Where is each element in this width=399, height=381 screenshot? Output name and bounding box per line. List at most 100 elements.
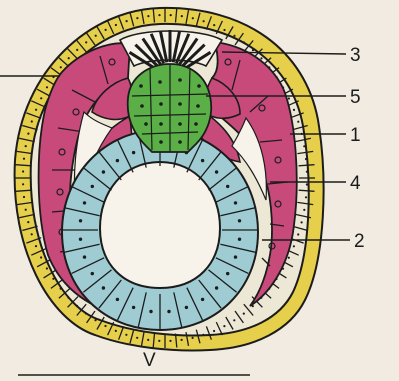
endoderm-nucleus (102, 286, 105, 289)
ectoderm-nucleus (301, 221, 303, 223)
ectoderm-nucleus (181, 15, 183, 17)
endoderm-nucleus (234, 255, 237, 258)
ectoderm-nucleus (288, 257, 290, 259)
label-5: 5 (350, 87, 361, 108)
endoderm-nucleus (116, 298, 119, 301)
ectoderm-nucleus (25, 209, 27, 211)
ectoderm-nucleus (60, 288, 62, 290)
ectoderm-nucleus (223, 29, 225, 31)
endoderm-nucleus (79, 238, 82, 241)
ectoderm-nucleus (293, 245, 295, 247)
ectoderm-nucleus (147, 15, 149, 17)
ectoderm-nucleus (297, 233, 299, 235)
label-1: 1 (350, 125, 361, 146)
ectoderm-nucleus (40, 256, 42, 258)
ectoderm-nucleus (115, 24, 117, 26)
endoderm-ring (62, 130, 258, 330)
endoderm-nucleus (132, 151, 135, 154)
ectoderm-nucleus (60, 66, 62, 68)
ectoderm-nucleus (136, 337, 138, 339)
endoderm-nucleus (226, 272, 229, 275)
ectoderm-nucleus (115, 330, 117, 332)
endoderm-nucleus (91, 272, 94, 275)
ectoderm-nucleus (95, 35, 97, 37)
ectoderm-nucleus (31, 233, 33, 235)
endoderm-nucleus (132, 306, 135, 309)
ectoderm-nucleus (170, 14, 172, 16)
ectoderm-nucleus (125, 334, 127, 336)
ectoderm-nucleus (105, 29, 107, 31)
ectoderm-nucleus (23, 196, 25, 198)
green-cell-mass (128, 64, 212, 152)
endoderm-nucleus (238, 219, 241, 222)
ectoderm-nucleus (67, 297, 69, 299)
ectoderm-nucleus (202, 334, 204, 336)
endoderm-nucleus (215, 170, 218, 173)
ectoderm-nucleus (27, 221, 29, 223)
endoderm-nucleus (79, 219, 82, 222)
ectoderm-nucleus (243, 313, 245, 315)
ectoderm-nucleus (303, 145, 305, 147)
ectoderm-nucleus (158, 340, 160, 342)
ectoderm-nucleus (85, 41, 87, 43)
ectoderm-nucleus (305, 196, 307, 198)
ectoderm-nucleus (76, 305, 78, 307)
ectoderm-nucleus (27, 133, 29, 135)
ectoderm-nucleus (52, 278, 54, 280)
ectoderm-nucleus (136, 17, 138, 19)
ectoderm-nucleus (203, 20, 205, 22)
ectoderm-nucleus (76, 49, 78, 51)
ectoderm-nucleus (147, 339, 149, 341)
endoderm-nucleus (116, 159, 119, 162)
label-4: 4 (350, 173, 361, 194)
label-v: V (143, 350, 156, 371)
ectoderm-nucleus (94, 319, 96, 321)
ectoderm-nucleus (68, 57, 70, 59)
ectoderm-nucleus (169, 340, 171, 342)
ectoderm-nucleus (181, 339, 183, 341)
ectoderm-nucleus (243, 41, 245, 43)
ectoderm-nucleus (288, 97, 290, 99)
label-2: 2 (354, 231, 365, 252)
ectoderm-nucleus (35, 109, 37, 111)
endoderm-nucleus (83, 201, 86, 204)
ectoderm-nucleus (306, 183, 308, 185)
ectoderm-nucleus (192, 17, 194, 19)
ectoderm-nucleus (252, 49, 254, 51)
ectoderm-nucleus (213, 330, 215, 332)
endoderm-nucleus (238, 238, 241, 241)
endoderm-nucleus (201, 298, 204, 301)
ectoderm-nucleus (213, 24, 215, 26)
ectoderm-nucleus (158, 14, 160, 16)
endoderm-nucleus (226, 185, 229, 188)
ectoderm-nucleus (233, 35, 235, 37)
ectoderm-nucleus (85, 312, 87, 314)
ectoderm-nucleus (126, 20, 128, 22)
endoderm-nucleus (91, 185, 94, 188)
ectoderm-nucleus (306, 171, 308, 173)
endoderm-nucleus (83, 255, 86, 258)
endoderm-nucleus (149, 310, 152, 313)
ectoderm-nucleus (31, 120, 33, 122)
ectoderm-nucleus (303, 209, 305, 211)
ectoderm-nucleus (25, 145, 27, 147)
endoderm-nucleus (234, 201, 237, 204)
endoderm-nucleus (185, 306, 188, 309)
endoderm-nucleus (167, 310, 170, 313)
ectoderm-nucleus (104, 325, 106, 327)
ectoderm-nucleus (22, 183, 24, 185)
endoderm-nucleus (201, 159, 204, 162)
label-3: 3 (350, 45, 361, 66)
ectoderm-nucleus (233, 319, 235, 321)
ectoderm-nucleus (23, 158, 25, 160)
ectoderm-nucleus (46, 267, 48, 269)
endoderm-inner-cavity (100, 162, 220, 288)
ectoderm-nucleus (192, 337, 194, 339)
ectoderm-nucleus (297, 121, 299, 123)
ectoderm-nucleus (305, 158, 307, 160)
ectoderm-nucleus (46, 86, 48, 88)
endoderm-nucleus (215, 286, 218, 289)
ectoderm-nucleus (35, 245, 37, 247)
